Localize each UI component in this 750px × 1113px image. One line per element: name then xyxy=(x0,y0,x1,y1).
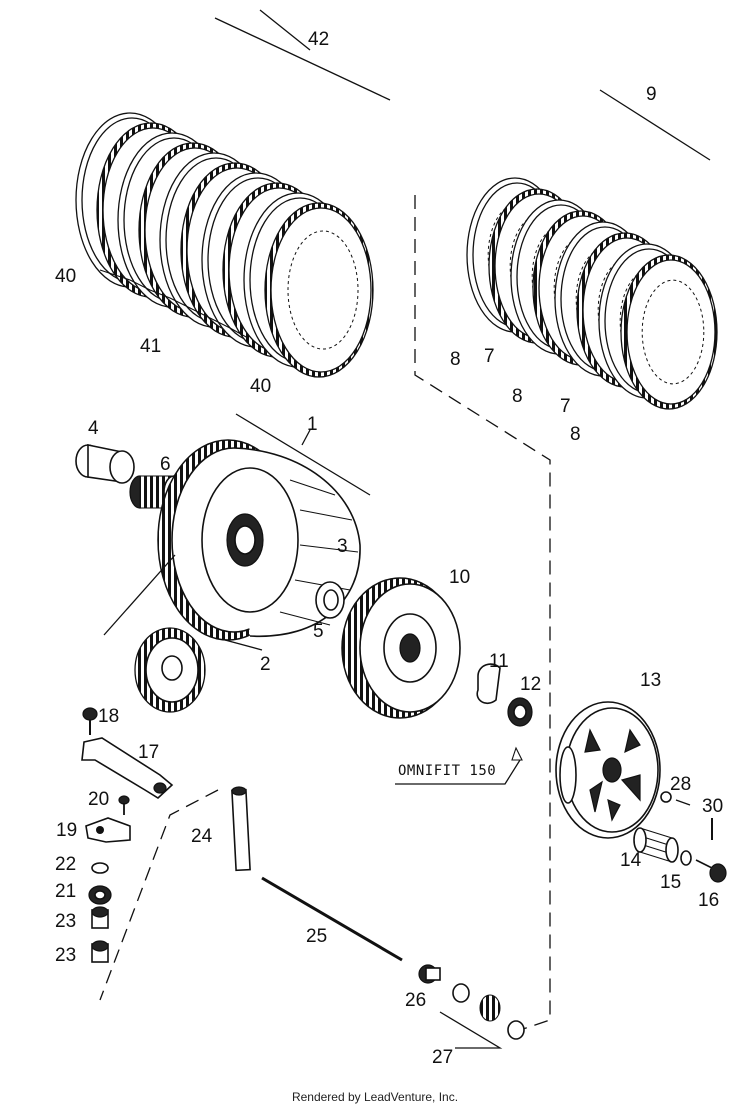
callout-20: 20 xyxy=(88,789,109,810)
inner-clutch-hub xyxy=(341,577,461,719)
callout-7: 7 xyxy=(484,346,495,367)
callout-18: 18 xyxy=(98,706,119,727)
callout-5: 5 xyxy=(313,621,324,642)
pressure-plate xyxy=(555,701,661,839)
callout-1: 1 xyxy=(307,414,318,435)
callout-30: 30 xyxy=(702,796,723,817)
washer-27a xyxy=(452,983,470,1003)
bolt-18 xyxy=(82,707,98,735)
callout-2: 2 xyxy=(260,654,271,675)
clutch-basket xyxy=(157,439,361,641)
seal-ring xyxy=(91,862,109,874)
push-piece xyxy=(418,964,441,984)
callout-42: 42 xyxy=(308,29,329,50)
callout-15: 15 xyxy=(660,872,681,893)
callout-11: 11 xyxy=(489,651,509,672)
thrust-washer xyxy=(315,581,345,619)
callout-13: 13 xyxy=(640,670,661,691)
callout-24: 24 xyxy=(191,826,213,847)
clutch-plate xyxy=(264,202,374,378)
mounting-plate xyxy=(85,817,131,843)
callout-9: 9 xyxy=(646,84,657,105)
callout-14: 14 xyxy=(620,850,642,871)
drive-gear xyxy=(134,627,206,713)
needle-thrust-bearing xyxy=(479,994,501,1022)
callout-22: 22 xyxy=(55,854,76,875)
callout-40: 40 xyxy=(55,266,76,287)
callout-21: 21 xyxy=(55,881,76,902)
callout-12: 12 xyxy=(520,674,541,695)
callout-27: 27 xyxy=(432,1047,453,1068)
bushing xyxy=(75,444,135,484)
clutch-exploded-diagram: 4294041408787841631052111213181720192830… xyxy=(55,9,727,1068)
callout-16: 16 xyxy=(698,890,719,911)
callout-3: 3 xyxy=(337,536,348,557)
callout-17: 17 xyxy=(138,742,159,763)
spring-bolt xyxy=(695,859,727,883)
callout-28: 28 xyxy=(670,774,691,795)
callout-6: 6 xyxy=(160,454,171,475)
push-rod-25 xyxy=(261,876,403,962)
clutch-plate xyxy=(620,254,718,410)
callout-41: 41 xyxy=(140,336,161,357)
push-rod-24 xyxy=(231,786,251,872)
callout-8: 8 xyxy=(512,386,523,407)
callout-7: 7 xyxy=(560,396,571,417)
release-lever xyxy=(81,737,174,800)
callout-19: 19 xyxy=(56,820,77,841)
bearing-21 xyxy=(88,885,112,905)
screw-20 xyxy=(118,795,130,815)
washer-27b xyxy=(507,1020,525,1040)
spring-washer xyxy=(680,850,692,866)
callout-40: 40 xyxy=(250,376,271,397)
callout-23: 23 xyxy=(55,911,76,932)
callout-10: 10 xyxy=(449,567,470,588)
left-plate-stack xyxy=(75,9,391,378)
callout-8: 8 xyxy=(450,349,461,370)
footer-credit: Rendered by LeadVenture, Inc. xyxy=(291,1090,459,1104)
clutch-spring xyxy=(633,827,679,863)
callout-25: 25 xyxy=(306,926,327,947)
o-ring xyxy=(660,791,672,803)
omnifit-note: OMNIFIT 150 xyxy=(398,763,496,779)
alignment-line-upper xyxy=(414,195,551,1031)
right-plate-stack xyxy=(466,89,718,410)
callout-23: 23 xyxy=(55,945,76,966)
callout-26: 26 xyxy=(405,990,426,1011)
callout-8: 8 xyxy=(570,424,581,445)
alignment-line-lower xyxy=(99,789,219,1001)
clutch-nut xyxy=(507,697,533,727)
lock-washer xyxy=(476,663,501,705)
callout-4: 4 xyxy=(88,418,99,439)
bearing-23a xyxy=(91,906,109,929)
bearing-23b xyxy=(91,940,109,963)
